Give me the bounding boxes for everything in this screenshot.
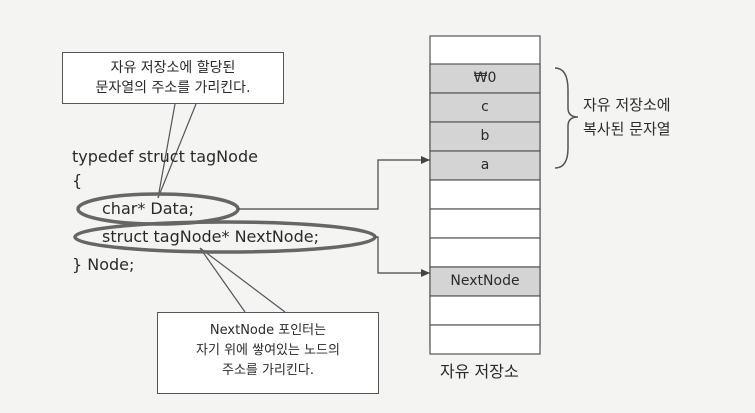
callout-string-address: 자유 저장소에 할당된 문자열의 주소를 가리킨다.: [62, 52, 284, 104]
memory-cell: [429, 295, 541, 326]
code-line-typedef: typedef struct tagNode: [72, 147, 258, 166]
brace-label-line2: 복사된 문자열: [583, 120, 671, 138]
data-pointer-arrow: [238, 156, 430, 210]
callout-top-pointer: [157, 103, 197, 199]
memory-cell: [429, 63, 541, 94]
memory-cell-label: a: [480, 157, 490, 173]
callout-top-line2: 문자열의 주소를 가리킨다.: [95, 80, 251, 96]
memory-cell: [429, 208, 541, 239]
code-line-data-field: char* Data;: [102, 199, 194, 218]
memory-cell-label: c: [481, 99, 489, 115]
callout-bottom-line3: 주소를 가리킨다.: [222, 363, 314, 378]
callout-bottom-line2: 자기 위에 쌓여있는 노드의: [196, 343, 340, 358]
callout-nextnode-address: NextNode 포인터는 자기 위에 쌓여있는 노드의 주소를 가리킨다.: [157, 312, 379, 394]
brace-label-line1: 자유 저장소에: [583, 96, 671, 114]
memory-cell: [429, 121, 541, 152]
nextnode-pointer-arrow: [375, 236, 430, 277]
callout-bottom-line1: NextNode 포인터는: [209, 323, 327, 338]
callout-top-line1: 자유 저장소에 할당된: [110, 60, 236, 76]
memory-cells: [429, 35, 541, 355]
memory-cell: [429, 237, 541, 268]
string-brace: [554, 67, 579, 169]
memory-cell: [429, 324, 541, 355]
code-line-close-brace: } Node;: [72, 255, 135, 274]
callout-bottom-pointer: [199, 247, 286, 313]
code-line-open-brace: {: [72, 171, 83, 190]
memory-cell-label: NextNode: [450, 273, 520, 289]
memory-cell: [429, 179, 541, 210]
memory-label: 자유 저장소: [440, 362, 519, 381]
code-line-nextnode-field: struct tagNode* NextNode;: [102, 227, 319, 246]
memory-cell-label: b: [480, 128, 490, 144]
memory-cell-label: ₩0: [473, 70, 497, 86]
